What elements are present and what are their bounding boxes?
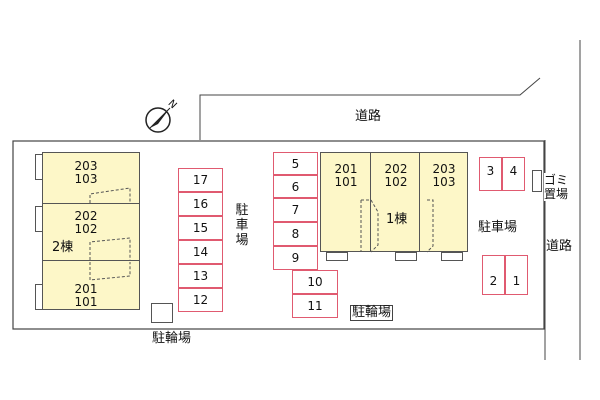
building-2-door-3: [35, 284, 43, 310]
b1-unit-3-top: 203: [432, 162, 456, 176]
parking-left-label: 駐車場: [235, 203, 249, 248]
building-1-door-3: [441, 252, 463, 261]
garbage-label: ゴミ置場: [544, 173, 574, 201]
garbage-box: [532, 170, 542, 192]
b1-unit-1-bottom: 101: [334, 175, 358, 189]
b1-unit-2-top: 202: [384, 162, 408, 176]
parking-slot-7: 7: [273, 198, 318, 222]
b2-unit-1-bottom: 103: [74, 172, 98, 186]
b1-unit-2-bottom: 102: [384, 175, 408, 189]
parking-slot-9: 9: [273, 246, 318, 270]
parking-slot-13: 13: [178, 264, 223, 288]
parking-slot-4: 4: [502, 157, 525, 191]
building-2-door-1: [35, 154, 43, 180]
building-2-divider-2: [42, 260, 140, 261]
building-2-label: 2棟: [52, 240, 74, 255]
b2-unit-3-top: 201: [74, 282, 98, 296]
parking-slot-1: 1: [505, 255, 528, 295]
b2-unit-1-top: 203: [74, 159, 98, 173]
parking-slot-17: 17: [178, 168, 223, 192]
b1-unit-3-bottom: 103: [432, 175, 456, 189]
building-1-divider-1: [370, 152, 371, 252]
building-1: [320, 152, 468, 252]
parking-slot-16: 16: [178, 192, 223, 216]
road-right-label: 道路: [546, 239, 573, 254]
building-1-door-1: [326, 252, 348, 261]
parking-slot-6: 6: [273, 175, 318, 198]
b2-unit-3-bottom: 101: [74, 295, 98, 309]
parking-slot-8: 8: [273, 222, 318, 246]
b2-unit-2-top: 202: [74, 209, 98, 223]
parking-slot-3: 3: [479, 157, 502, 191]
compass-icon: [145, 107, 171, 133]
building-2-door-2: [35, 206, 43, 232]
parking-slot-15: 15: [178, 216, 223, 240]
bicycle-parking-box: [151, 303, 173, 323]
road-top-boundary: [199, 77, 541, 140]
building-1-divider-2: [419, 152, 420, 252]
parking-slot-11: 11: [292, 294, 338, 318]
building-1-door-2: [395, 252, 417, 261]
b1-unit-1-top: 201: [334, 162, 358, 176]
parking-slot-2: 2: [482, 255, 505, 295]
building-2: [42, 152, 140, 310]
building-1-label: 1棟: [386, 212, 408, 227]
building-2-divider-1: [42, 203, 140, 204]
parking-slot-12: 12: [178, 288, 223, 312]
parking-slot-5: 5: [273, 152, 318, 175]
road-top-label: 道路: [355, 109, 382, 124]
site-boundary: [12, 140, 545, 330]
b2-unit-2-bottom: 102: [74, 222, 98, 236]
parking-slot-10: 10: [292, 270, 338, 294]
bicycle-parking-center: 駐輪場: [350, 305, 394, 321]
parking-slot-14: 14: [178, 240, 223, 264]
bicycle-parking-bottom-label: 駐輪場: [152, 331, 192, 346]
parking-right-label: 駐車場: [478, 220, 518, 235]
